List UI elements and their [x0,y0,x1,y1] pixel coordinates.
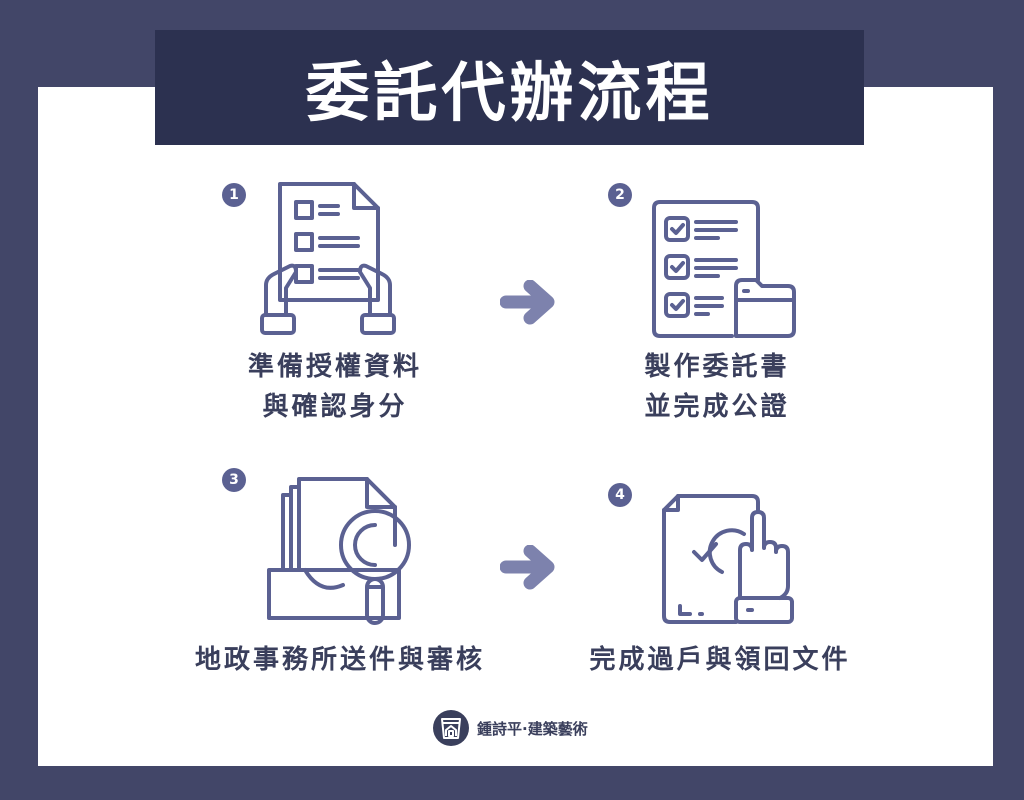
page-title: 委託代辦流程 [305,56,714,131]
step-4-badge: 4 [608,483,632,507]
step-3-label: 地政事務所送件與審核 [170,640,510,680]
document-checklist-hands-icon [260,182,396,335]
step-2-badge: 2 [608,183,632,207]
checklist-folder-icon [652,200,796,338]
arrow-right-icon [500,280,555,325]
step-2-line-2: 並完成公證 [644,392,790,422]
step-4-line-1: 完成過戶與領回文件 [589,645,851,675]
step-1-label: 準備授權資料 與確認身分 [235,347,435,427]
step-3-badge: 3 [222,468,246,492]
document-tray-magnifier-icon [267,477,411,625]
title-banner: 委託代辦流程 [155,30,864,145]
step-1-badge: 1 [222,183,246,207]
step-2-label: 製作委託書 並完成公證 [617,347,817,427]
brand-name: 鍾詩平·建築藝術 [477,719,588,738]
step-4-label: 完成過戶與領回文件 [570,640,870,680]
document-check-hand-icon [662,494,794,624]
step-2-line-1: 製作委託書 [644,352,790,382]
cup-house-logo-icon [433,710,469,746]
arrow-right-icon [500,545,555,590]
step-1-line-2: 與確認身分 [262,392,408,422]
step-3-line-1: 地政事務所送件與審核 [194,645,485,675]
footer-brand: 鍾詩平·建築藝術 [433,710,588,746]
content-panel [38,87,993,766]
step-1-line-1: 準備授權資料 [247,352,422,382]
